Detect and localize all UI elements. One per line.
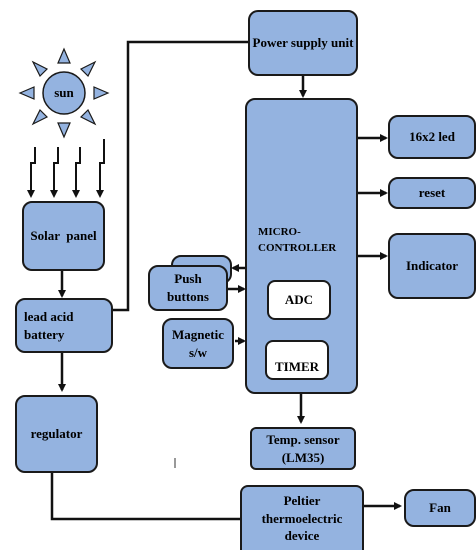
power-supply-box: Power supply unit: [248, 10, 358, 76]
battery-label: lead acid battery: [24, 308, 74, 342]
adc-block: ADC: [267, 280, 331, 320]
reset-box: reset: [388, 177, 476, 209]
fan-box: Fan: [404, 489, 476, 527]
lcd-label: 16x2 led: [409, 129, 455, 145]
regulator-box: regulator: [15, 395, 98, 473]
peltier-box: Peltier thermoelectric device: [240, 485, 364, 550]
reset-label: reset: [418, 185, 446, 201]
timer-label: TIMER: [274, 359, 320, 374]
push-buttons-label: Push buttons: [167, 271, 209, 304]
peltier-label: Peltier thermoelectric device: [261, 493, 343, 544]
microcontroller-label: MICRO- CONTROLLER: [258, 226, 337, 254]
temp-sensor-box: Temp. sensor (LM35): [250, 427, 356, 470]
indicator-box: Indicator: [388, 233, 476, 299]
battery-box: lead acid battery: [15, 298, 113, 353]
lcd-box: 16x2 led: [388, 115, 476, 159]
flow-lines: [50, 40, 402, 521]
solar-panel-label: Solar panel: [30, 228, 97, 244]
magnetic-switch-label: Magnetic s/w: [172, 326, 224, 360]
magnetic-switch-box: Magnetic s/w: [162, 318, 234, 369]
push-buttons-box: Push buttons: [148, 265, 228, 311]
indicator-label: Indicator: [406, 258, 458, 274]
sun-label: sun: [54, 85, 74, 100]
power-supply-label: Power supply unit: [252, 35, 354, 51]
solar-panel-box: Solar panel: [22, 201, 105, 271]
sunlight-arrows: [27, 139, 105, 198]
sun-icon: [18, 47, 110, 139]
regulator-label: regulator: [30, 426, 83, 442]
fan-label: Fan: [429, 500, 451, 516]
temp-sensor-label: Temp. sensor (LM35): [266, 431, 340, 465]
timer-block: TIMER: [265, 340, 329, 380]
adc-label: ADC: [284, 292, 314, 307]
